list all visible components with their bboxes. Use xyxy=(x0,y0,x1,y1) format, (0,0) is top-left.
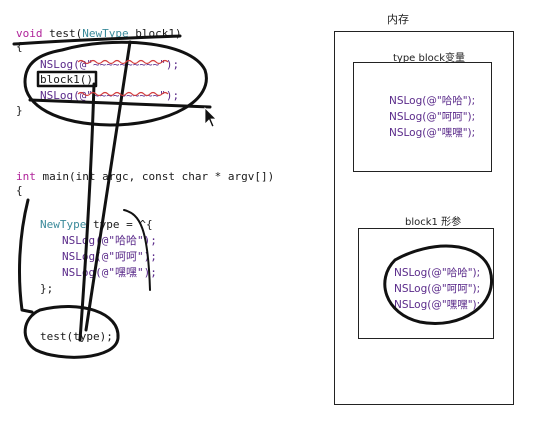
param-log-3: NSLog(@"嘿嘿"); xyxy=(394,299,481,311)
int-keyword: int xyxy=(16,170,36,183)
test-open-brace: { xyxy=(16,40,23,53)
block-call-line: block1() xyxy=(40,73,93,86)
cursor-icon xyxy=(204,107,217,128)
type-log-3: NSLog(@"嘿嘿"); xyxy=(389,127,476,139)
block-close: }; xyxy=(40,282,54,295)
main-log-2: NSLog(@"呵呵"); xyxy=(62,250,157,263)
param-type: NewType xyxy=(82,27,129,40)
type-block-label: type block变量 xyxy=(393,53,466,64)
block-declaration: NewType type = ^{ xyxy=(40,218,153,231)
test-function-name: test( xyxy=(49,27,83,40)
memory-box xyxy=(334,31,514,405)
main-function-signature: int main(int argc, const char * argv[]) xyxy=(16,170,274,183)
main-signature-rest: main(int argc, const char * argv[]) xyxy=(42,170,275,183)
main-log-3: NSLog(@"嘿嘿"); xyxy=(62,266,157,279)
param-log-2: NSLog(@"呵呵"); xyxy=(394,283,481,295)
test-function-signature: void test(NewType block1) xyxy=(16,27,182,40)
type-log-1: NSLog(@"哈哈"); xyxy=(389,95,476,107)
decl-type: NewType xyxy=(40,218,87,231)
test-log-line-1: NSLog(@"~~~~~~~~~~"); xyxy=(40,58,180,71)
void-keyword: void xyxy=(16,27,43,40)
decl-rest: type = ^{ xyxy=(92,218,153,231)
param-block-label: block1 形参 xyxy=(405,217,462,228)
block-bracket xyxy=(18,198,34,314)
main-log-1: NSLog(@"哈哈"); xyxy=(62,234,157,247)
main-open-brace: { xyxy=(16,184,23,197)
param-block-box xyxy=(358,228,494,339)
test-log-line-3: NSLog(@"~~~~~~~~~~"); xyxy=(40,89,180,102)
test-call: test(type); xyxy=(40,330,113,343)
type-block-box xyxy=(353,62,492,172)
param-name: block1) xyxy=(135,27,182,40)
type-log-2: NSLog(@"呵呵"); xyxy=(389,111,476,123)
test-close-brace: } xyxy=(16,104,23,117)
param-log-1: NSLog(@"哈哈"); xyxy=(394,267,481,279)
long-arrow xyxy=(78,82,96,342)
memory-title: 内存 xyxy=(387,13,409,26)
